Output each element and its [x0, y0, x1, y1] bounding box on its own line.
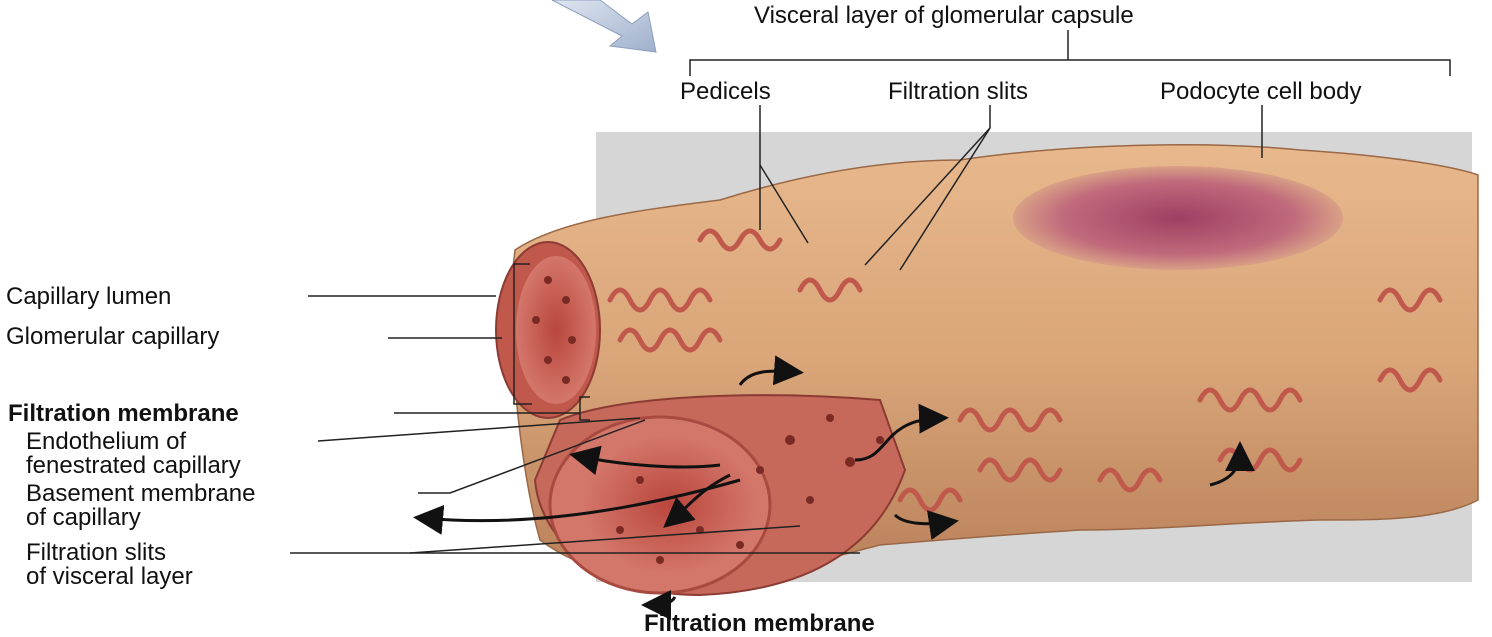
- label-glomerular-capillary: Glomerular capillary: [6, 325, 219, 349]
- label-capillary-lumen: Capillary lumen: [6, 285, 171, 309]
- label-endothelium: Endothelium of fenestrated capillary: [26, 430, 241, 478]
- label-filtration-slits-visceral: Filtration slits of visceral layer: [26, 541, 193, 589]
- label-pedicels: Pedicels: [680, 80, 771, 104]
- label-filtration-slits-top: Filtration slits: [888, 80, 1028, 104]
- label-filtration-membrane-bottom: Filtration membrane: [644, 612, 875, 636]
- label-visceral-layer: Visceral layer of glomerular capsule: [754, 4, 1134, 28]
- upper-capillary: [496, 242, 600, 418]
- pointer-arrow: [552, 0, 656, 52]
- podocyte-cell-body: [1013, 166, 1343, 270]
- label-filtration-membrane-left: Filtration membrane: [8, 402, 239, 426]
- label-podocyte-cell-body: Podocyte cell body: [1160, 80, 1361, 104]
- label-basement-membrane: Basement membrane of capillary: [26, 482, 255, 530]
